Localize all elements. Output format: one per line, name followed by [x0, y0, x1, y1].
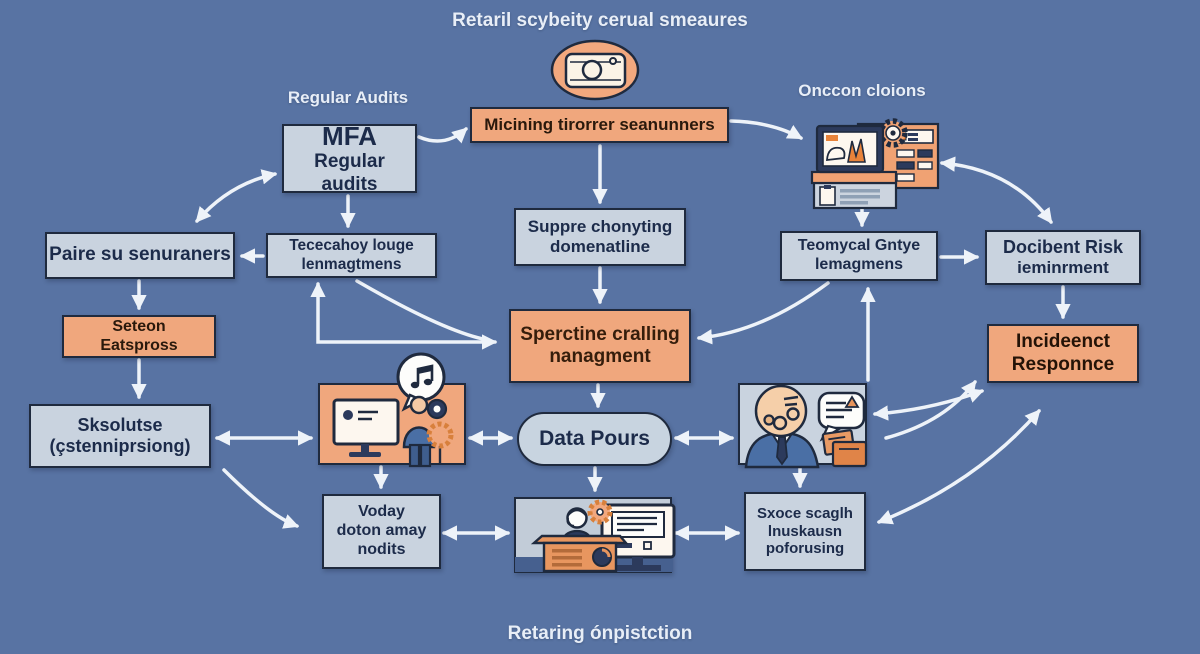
- workstation-person-icon: [318, 352, 466, 468]
- diagram-title: Retaril scybeity cerual smeaures: [452, 10, 748, 31]
- sperctine-line2: nanagment: [549, 346, 651, 367]
- incident-line1: Incideenct: [1016, 331, 1110, 353]
- arrow-scanner-to-dashboard: [729, 119, 804, 140]
- mfa-line1: MFA: [322, 120, 377, 151]
- arrow-sksolutse-to-voday: [222, 468, 300, 529]
- suppre-line2: domenatline: [549, 237, 651, 256]
- regular-audits-label: Regular Audits: [287, 88, 409, 107]
- sxoce-line3: poforusing: [765, 540, 845, 558]
- paire-line1: Paire su senuraners: [49, 244, 231, 266]
- suppre-box: Suppre chonyting domenatline: [514, 208, 686, 266]
- voday-box: Voday doton amay nodits: [322, 494, 441, 569]
- sxoce-line2: lnuskausn: [767, 522, 843, 540]
- curve-tececahoy-join: [355, 279, 490, 342]
- docibent-line2: ieminrment: [1017, 258, 1109, 278]
- workstation-person-art: [332, 352, 454, 468]
- seteon-line1: Seteon: [112, 317, 166, 335]
- docibent-line1: Docibent Risk: [1002, 236, 1124, 257]
- camera-icon: [550, 39, 640, 101]
- docibent-box: Docibent Risk ieminrment: [985, 230, 1141, 285]
- tececahoy-line1: Tececahoy louge: [289, 237, 414, 255]
- arrow-elbow-tececahoy-sperctine: [310, 281, 498, 350]
- seteon-line2: Eatspross: [100, 336, 178, 354]
- voday-line1: Voday: [358, 503, 405, 521]
- helpdesk-workstation-icon: [514, 497, 676, 573]
- footer-label: Retaring ónpistction: [507, 623, 693, 644]
- arrow-dashboard-docibent-bidirectional: [939, 156, 1053, 224]
- sxoce-box: Sxoce scaglh lnuskausn poforusing: [744, 492, 866, 571]
- sksolutse-box: Sksolutse (çstenniprsiong): [29, 404, 211, 468]
- teomycal-box: Teomycal Gntye lemagmens: [780, 231, 938, 281]
- voday-line3: nodits: [357, 540, 406, 558]
- helpdesk-art: [515, 499, 676, 573]
- tececahoy-line2: lenmagtmens: [301, 255, 402, 273]
- arrow-teomycal-to-sperctine: [696, 281, 830, 345]
- tececahoy-box: Tececahoy louge lenmagtmens: [266, 233, 437, 278]
- suppre-line1: Suppre chonyting: [527, 216, 673, 236]
- analyst-art: [744, 384, 868, 469]
- arrow-sxoce-incident-bidirectional: [876, 409, 1041, 525]
- mfa-line2: Regular audits: [314, 151, 385, 195]
- scanner-line1: Micining tirorrer seanunners: [484, 114, 715, 134]
- sperctine-box: Sperctine cralling nanagment: [509, 309, 691, 383]
- arrow-paire-mfa-bidirectional: [195, 169, 278, 223]
- sksolutse-line1: Sksolutse: [77, 414, 163, 435]
- sperctine-line1: Sperctine cralling: [520, 323, 680, 345]
- arrow-mfa-to-scanner: [417, 127, 468, 144]
- paire-box: Paire su senuraners: [45, 232, 235, 279]
- incident-box: Incideenct Responnce: [987, 324, 1139, 383]
- teomycal-line2: lemagmens: [814, 256, 904, 273]
- analyst-speech-documents-icon: [738, 383, 868, 469]
- incident-line2: Responnce: [1011, 353, 1115, 375]
- voday-line2: doton amay: [336, 522, 427, 540]
- monitoring-dashboard-icon: [810, 118, 940, 210]
- sksolutse-line2: (çstenniprsiong): [49, 436, 191, 456]
- mfa-box: MFA Regular audits: [282, 120, 417, 195]
- data-pours-line1: Data Pours: [539, 426, 650, 450]
- scanner-box: Micining tirorrer seanunners: [470, 107, 729, 143]
- sxoce-line1: Sxoce scaglh: [757, 504, 853, 522]
- seteon-box: Seteon Eatspross: [62, 315, 216, 358]
- data-pours-box: Data Pours: [517, 412, 672, 466]
- teomycal-line1: Teomycal Gntye: [797, 237, 921, 255]
- oncon-cloions-label: Onccon cloions: [798, 81, 926, 100]
